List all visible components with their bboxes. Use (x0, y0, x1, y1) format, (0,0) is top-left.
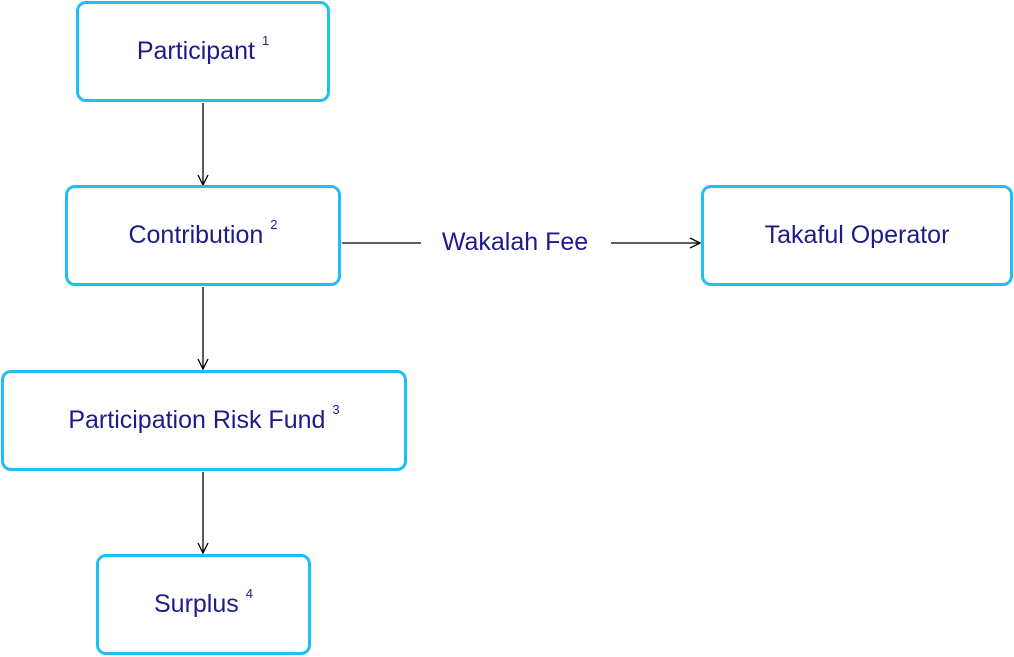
node-takaful-operator: Takaful Operator (701, 185, 1013, 286)
node-participation-risk-fund: Participation Risk Fund 3 (1, 370, 407, 471)
node-contribution-label: Contribution (128, 221, 264, 249)
node-surplus-label: Surplus (154, 590, 239, 618)
node-participant-label: Participant (136, 37, 255, 65)
node-participant: Participant 1 (76, 1, 330, 102)
node-participant-note: 1 (261, 33, 270, 48)
node-participation-risk-fund-label: Participation Risk Fund (68, 406, 326, 434)
node-takaful-operator-label: Takaful Operator (764, 221, 950, 249)
node-contribution-note: 2 (270, 217, 278, 232)
node-participation-risk-fund-note: 3 (332, 402, 340, 417)
edge-label-wakalah-fee: Wakalah Fee (441, 227, 589, 256)
node-surplus-note: 4 (245, 586, 253, 601)
node-surplus: Surplus 4 (96, 554, 311, 655)
node-contribution: Contribution 2 (65, 185, 341, 286)
